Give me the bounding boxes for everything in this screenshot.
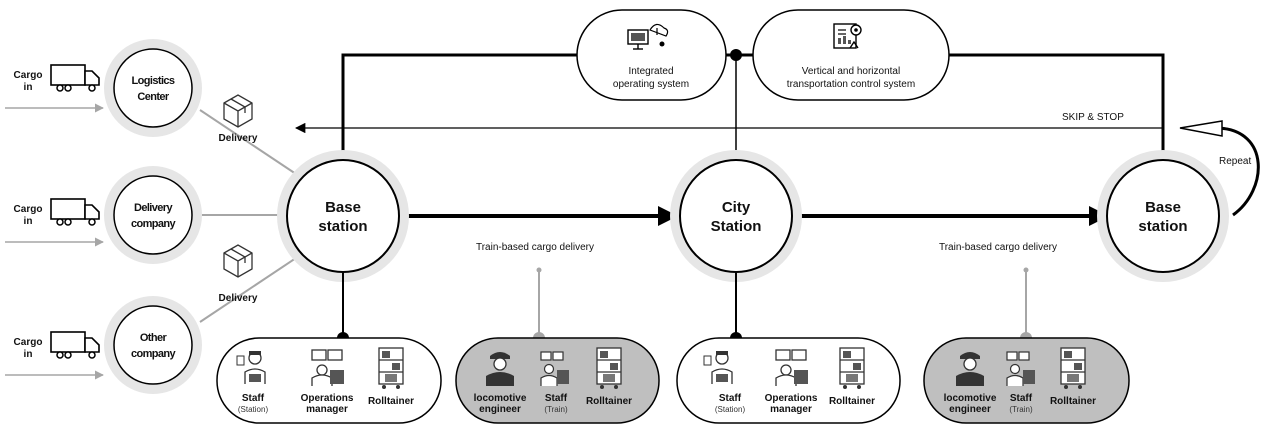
integrated-line2: operating system [613, 79, 689, 90]
panel-city-station-staff: Staff (Station) Operations manager Rollt… [676, 337, 901, 424]
repeat-loop: Repeat [1179, 120, 1260, 217]
p3-name-1: Staff [719, 393, 742, 404]
city-line2: Station [711, 218, 762, 235]
cargo-in-label-1a: Cargo [14, 70, 43, 81]
p2-name-3: Rolltainer [586, 396, 632, 407]
cargo-in-label-2a: Cargo [14, 204, 43, 215]
staff-scanner-icon [703, 351, 733, 384]
control-system-box: Vertical and horizontal transportation c… [752, 9, 950, 101]
base-left-line2: station [318, 218, 367, 235]
delivery-upper: Delivery [219, 94, 258, 144]
control-line1: Vertical and horizontal [802, 66, 900, 77]
truck-icon [50, 198, 100, 226]
rolltainer-icon [839, 347, 865, 389]
city-line1: City [722, 199, 751, 216]
package-box-icon [223, 94, 253, 128]
p3-name-2a: Operations [765, 393, 818, 404]
source-label-2a: Delivery [134, 202, 173, 214]
cargo-in-label-2b: in [24, 216, 33, 227]
integrated-system-box: Integrated operating system [576, 9, 727, 101]
p2-name-1b: engineer [479, 404, 521, 415]
main-train-line: Train-based cargo delivery Train-based c… [398, 206, 1109, 253]
panel-train-crew-2: locomotive engineer Staff (Train) Rollta… [923, 337, 1130, 424]
train-delivery-label-2: Train-based cargo delivery [939, 242, 1057, 253]
cargo-row-3: Cargo in Other company [14, 296, 202, 394]
p3-sub-1: (Station) [715, 405, 746, 414]
truck-icon [50, 331, 100, 359]
cargo-input-rows: Cargo in Logistics Center Cargo in [5, 39, 306, 394]
p4-name-1a: locomotive [944, 393, 997, 404]
p3-name-3: Rolltainer [829, 396, 875, 407]
delivery-label-upper: Delivery [219, 133, 258, 144]
p1-sub-1: (Station) [238, 405, 269, 414]
staff-scanner-icon [236, 351, 266, 384]
base-station-right: Base station [1097, 150, 1229, 282]
cargo-in-label-1b: in [24, 82, 33, 93]
base-right-line2: station [1138, 218, 1187, 235]
repeat-label: Repeat [1219, 156, 1251, 167]
p4-name-2: Staff [1010, 393, 1033, 404]
operations-manager-icon [775, 349, 808, 386]
p1-name-2b: manager [306, 404, 348, 415]
integrated-line1: Integrated [628, 66, 673, 77]
source-label-3a: Other [140, 332, 168, 344]
cargo-in-label-3b: in [24, 349, 33, 360]
control-line2: transportation control system [787, 79, 915, 90]
panel-train-crew-1: locomotive engineer Staff (Train) Rollta… [455, 337, 660, 424]
rolltainer-icon [596, 347, 622, 389]
locomotive-engineer-icon [486, 352, 514, 386]
rolltainer-icon [378, 347, 404, 389]
source-label-3b: company [131, 348, 177, 360]
base-station-left: Base station [277, 150, 409, 282]
staff-train-icon [1006, 351, 1035, 386]
p2-name-1a: locomotive [474, 393, 527, 404]
package-box-icon [223, 244, 253, 278]
p1-name-2a: Operations [301, 393, 354, 404]
p1-name-1: Staff [242, 393, 265, 404]
cargo-in-label-3a: Cargo [14, 337, 43, 348]
source-label-2b: company [131, 218, 177, 230]
source-label-1b: Center [137, 91, 170, 103]
city-station: City Station [670, 150, 802, 282]
staff-train-icon [540, 351, 569, 386]
skip-stop-label: SKIP & STOP [1062, 112, 1124, 123]
p2-sub-2: (Train) [544, 405, 568, 414]
panel-base-station-staff: Staff (Station) Operations manager Rollt… [216, 337, 442, 424]
top-network-lines [341, 49, 1165, 160]
base-right-line1: Base [1145, 199, 1181, 216]
computer-network-icon [627, 23, 669, 50]
p4-sub-2: (Train) [1009, 405, 1033, 414]
delivery-label-lower: Delivery [219, 293, 258, 304]
monitor-settings-icon [833, 23, 862, 49]
p1-name-3: Rolltainer [368, 396, 414, 407]
train-delivery-label-1: Train-based cargo delivery [476, 242, 594, 253]
p4-name-3: Rolltainer [1050, 396, 1096, 407]
operations-manager-icon [311, 349, 344, 386]
p2-name-2: Staff [545, 393, 568, 404]
delivery-lower: Delivery [219, 244, 258, 304]
cargo-row-1: Cargo in Logistics Center [14, 39, 202, 137]
locomotive-engineer-icon [956, 352, 984, 386]
truck-icon [50, 64, 100, 92]
rolltainer-icon [1060, 347, 1086, 389]
panel-connectors [337, 267, 1032, 344]
source-label-1a: Logistics [132, 75, 175, 87]
base-left-line1: Base [325, 199, 361, 216]
p3-name-2b: manager [770, 404, 812, 415]
cargo-row-2: Cargo in Delivery company [14, 166, 202, 264]
p4-name-1b: engineer [949, 404, 991, 415]
skip-stop-line: SKIP & STOP [294, 112, 1163, 134]
